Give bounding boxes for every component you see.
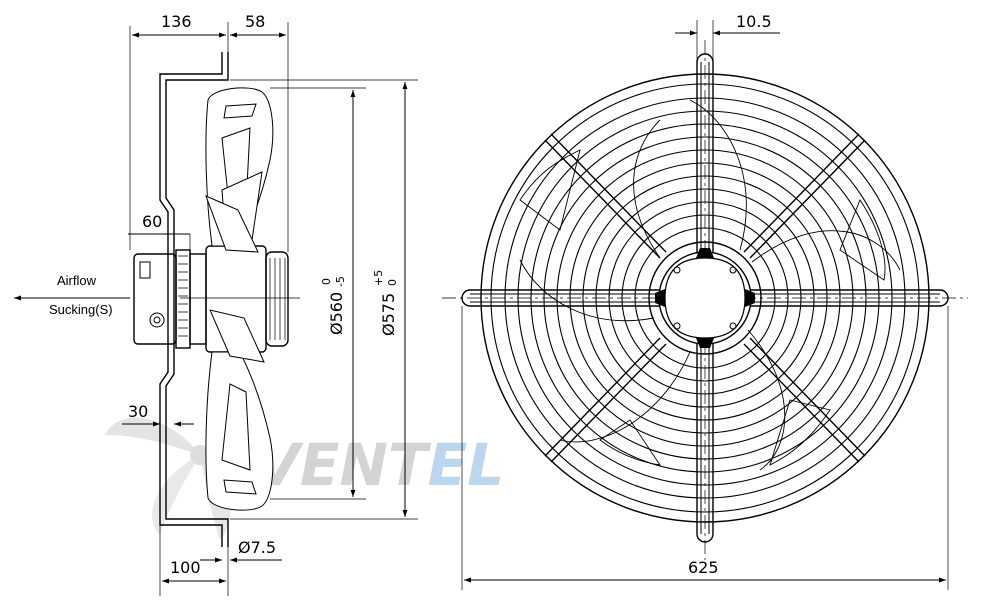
- side-view: Airflow Sucking(S): [14, 12, 418, 596]
- dim-560-group: Ø560 0 -5: [320, 276, 347, 335]
- dim-bolt: Ø7.5: [238, 538, 276, 557]
- dim-560-tol-upper: 0: [320, 278, 333, 285]
- watermark-text-accent: EL: [428, 431, 505, 499]
- sucking-label: Sucking(S): [49, 302, 113, 317]
- dim-575-tol-lower: 0: [386, 279, 399, 286]
- motor: [133, 245, 289, 353]
- mounting-bracket: [159, 52, 229, 547]
- dim-575-group: Ø575 +5 0: [372, 270, 399, 336]
- dim-560: Ø560: [327, 292, 346, 335]
- front-hub: [655, 248, 755, 348]
- dim-136: 136: [161, 12, 192, 31]
- watermark-text-main: VENT: [255, 431, 432, 499]
- front-blades: [519, 99, 901, 471]
- grill-rings: [480, 73, 930, 523]
- watermark: VENTEL: [105, 417, 504, 540]
- watermark-text: VENTEL: [255, 431, 504, 499]
- dim-625: 625: [688, 558, 719, 577]
- dim-575-tol-upper: +5: [372, 270, 385, 286]
- dim-30: 30: [128, 402, 148, 421]
- lower-blade-side: [205, 351, 274, 511]
- dim-10-5: 10.5: [736, 12, 772, 31]
- diagonal-rods: [544, 133, 866, 463]
- airflow-label: Airflow: [57, 273, 97, 288]
- dim-100: 100: [170, 558, 201, 577]
- dim-575: Ø575: [379, 293, 398, 336]
- dim-560-tol-lower: -5: [334, 276, 347, 287]
- dim-60: 60: [142, 212, 162, 231]
- dim-58: 58: [245, 12, 265, 31]
- front-view: 10.5 625: [442, 12, 968, 590]
